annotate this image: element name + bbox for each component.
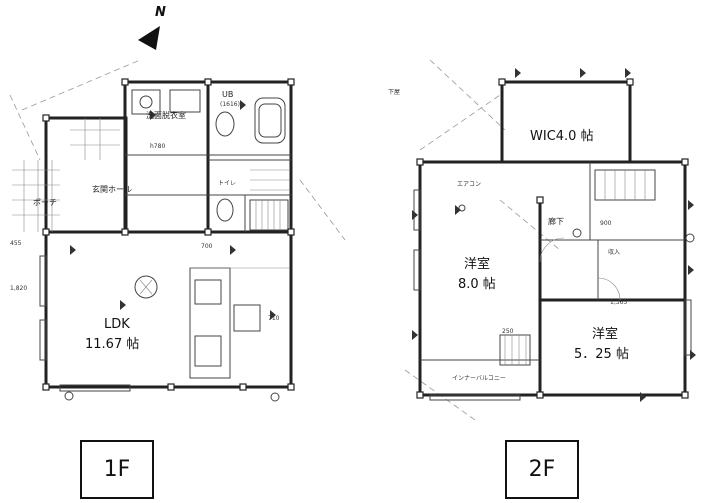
room-closet-label: 収入 bbox=[608, 249, 620, 256]
toilet-fixture bbox=[216, 198, 234, 222]
floor-1f-label: 1F bbox=[80, 440, 154, 499]
room-washroom-label: 洗面脱衣室 bbox=[146, 110, 186, 120]
dim-900: 900 bbox=[600, 220, 612, 227]
porch-tiles bbox=[12, 118, 120, 232]
wic-walls bbox=[500, 80, 632, 164]
dim-1820: 1,820 bbox=[10, 285, 27, 292]
room-ldk-size: 11.67 帖 bbox=[85, 337, 139, 352]
room-balcony-label: インナーバルコニー bbox=[452, 375, 506, 382]
ldk-walls bbox=[44, 230, 293, 389]
second-floor-markers bbox=[412, 68, 696, 402]
room-entrance-label: 玄関ホール bbox=[92, 184, 132, 194]
room-ldk-label: LDK bbox=[104, 317, 130, 332]
dim-250: 250 bbox=[502, 328, 514, 335]
entrance-walls bbox=[44, 116, 128, 234]
toilet-label: トイレ bbox=[218, 180, 236, 187]
north-arrow-icon bbox=[138, 26, 160, 50]
kitchen-counter bbox=[189, 267, 231, 379]
first-floor-columns bbox=[42, 78, 295, 391]
room-western-1-size: 8.0 帖 bbox=[458, 277, 496, 292]
dim-710: 710 bbox=[268, 315, 280, 322]
first-floor-stairs bbox=[249, 169, 290, 231]
dim-455: 455 bbox=[10, 240, 22, 247]
room-wic-label: WIC4.0 帖 bbox=[530, 129, 594, 144]
dining-table bbox=[134, 275, 158, 299]
dim-h780: h780 bbox=[150, 143, 165, 150]
room-bath-label: UB bbox=[222, 90, 233, 99]
room-western-1-label: 洋室 bbox=[464, 256, 490, 272]
bathtub bbox=[254, 97, 286, 144]
drain-label: 下屋 bbox=[388, 89, 400, 96]
aircon-label: エアコン bbox=[457, 181, 481, 188]
second-floor-plan: 1,365 250 900 エアコン 下屋 WIC4.0 帖 洋室 8.0 帖 … bbox=[388, 59, 696, 421]
north-label: N bbox=[155, 5, 166, 20]
second-floor-columns bbox=[416, 78, 689, 399]
room-corridor-label: 廊下 bbox=[548, 216, 564, 226]
room-bath-size: (1616) bbox=[220, 101, 240, 108]
room-porch-label: ポーチ bbox=[33, 198, 57, 207]
room-western-2-label: 洋室 bbox=[592, 326, 618, 342]
second-floor-stairs bbox=[499, 169, 656, 366]
first-floor-markers bbox=[70, 100, 276, 320]
dim-700: 700 bbox=[201, 243, 213, 250]
floor-2f-label: 2F bbox=[505, 440, 579, 499]
dim-1365: 1,365 bbox=[610, 299, 627, 306]
room-western-2-size: 5．25 帖 bbox=[574, 347, 629, 362]
first-floor-plan: 700 710 h780 455 1,820 洗面脱衣室 UB (1616) 玄… bbox=[9, 59, 346, 402]
